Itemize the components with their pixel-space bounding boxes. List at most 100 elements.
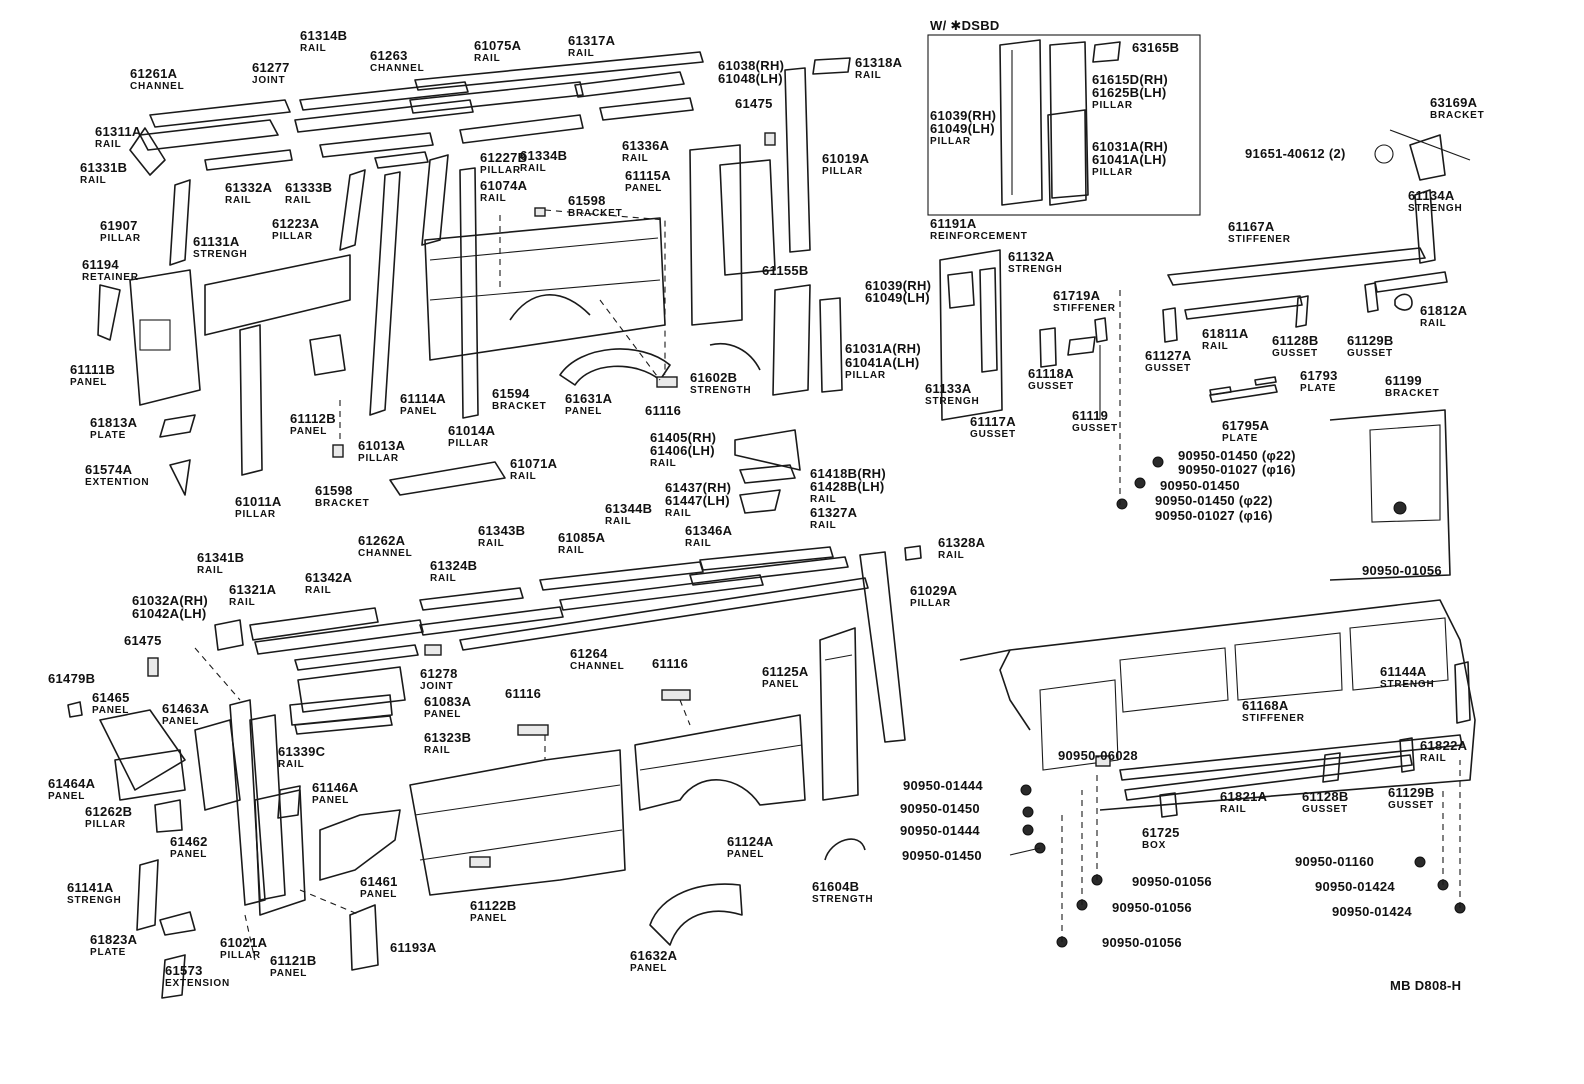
callout-part-number: 61074A [480, 178, 528, 193]
callout-part-number: 61199 [1385, 373, 1422, 388]
callout-part-name: STRENGH [67, 895, 122, 906]
callout-part-number: 90950-01450 (φ22) [1178, 448, 1296, 463]
callout-part-number: 63169A [1430, 95, 1478, 110]
callout-part-number: 61344B [605, 501, 652, 516]
callout-part-name: STRENGTH [812, 894, 873, 905]
callout-part-number: 61406(LH) [650, 443, 715, 458]
callout-part-name: PANEL [762, 679, 799, 690]
callout-part-name: PILLAR [930, 136, 971, 147]
callout-part-number: 90950-01450 [900, 801, 980, 816]
callout-part-number: 61085A [558, 530, 606, 545]
callout-part-name: GUSSET [1388, 800, 1434, 811]
callout-part-name: RAIL [225, 195, 252, 206]
callout-part-name: PILLAR [845, 370, 886, 381]
callout-part-name: CHANNEL [570, 661, 625, 672]
callout-part-name: PLATE [90, 947, 126, 958]
callout-part-name: PANEL [70, 377, 107, 388]
callout-part-name: EXTENTION [85, 477, 149, 488]
callout-part-number: 90950-01056 [1112, 900, 1192, 915]
callout-part-name: RAIL [1220, 804, 1247, 815]
callout-part-name: RAIL [424, 745, 451, 756]
callout-part-number: 90950-01450 [902, 848, 982, 863]
callout-part-number: 61461 [360, 874, 398, 889]
callout-part-number: 61574A [85, 462, 133, 477]
callout-part-number: 61083A [424, 694, 472, 709]
callout-part-number: 61314B [300, 28, 347, 43]
callout-part-number: 61116 [645, 403, 681, 418]
inset-title: W/ ✱DSBD [930, 18, 1000, 33]
callout-part-number: 61907 [100, 218, 138, 233]
callout-part-number: 90950-01160 [1295, 854, 1374, 869]
callout-part-number: 61131A [193, 234, 240, 249]
callout-part-name: JOINT [420, 681, 453, 692]
callout-part-number: 61811A [1202, 326, 1249, 341]
callout-part-number: 90950-01027 (φ16) [1155, 508, 1273, 523]
callout-part-name: PANEL [727, 849, 764, 860]
callout-part-name: RAIL [1420, 753, 1447, 764]
callout-part-name: RAIL [1202, 341, 1229, 352]
callout-part-number: 61318A [855, 55, 903, 70]
callout-part-name: RAIL [605, 516, 632, 527]
callout-part-number: 61115A [625, 168, 671, 183]
callout-part-number: 61118A [1028, 366, 1074, 381]
callout-part-number: 61042A(LH) [132, 606, 207, 621]
callout-part-name: CHANNEL [370, 63, 425, 74]
callout-part-number: 61598 [315, 483, 353, 498]
callout-part-number: 61194 [82, 257, 119, 272]
callout-part-name: STRENGH [1008, 264, 1063, 275]
callout-part-number: 61133A [925, 381, 972, 396]
callout-part-number: 61049(LH) [865, 290, 930, 305]
callout-part-name: PANEL [92, 705, 129, 716]
callout-part-number: 61134A [1408, 188, 1455, 203]
callout-part-name: RAIL [568, 48, 595, 59]
callout-part-number: 61132A [1008, 249, 1055, 264]
callout-part-name: STIFFENER [1228, 234, 1291, 245]
callout-part-name: RAIL [685, 538, 712, 549]
callout-part-name: PANEL [360, 889, 397, 900]
callout-part-number: 61127A [1145, 348, 1192, 363]
callout-part-number: 61341B [197, 550, 244, 565]
callout-part-number: 61331B [80, 160, 127, 175]
callout-part-name: PILLAR [358, 453, 399, 464]
callout-part-number: 61479B [48, 671, 95, 686]
callout-part-number: 90950-01444 [903, 778, 983, 793]
callout-part-name: RAIL [510, 471, 537, 482]
callout-part-number: 61333B [285, 180, 332, 195]
callout-part-name: PLATE [90, 430, 126, 441]
callout-part-name: BRACKET [315, 498, 370, 509]
callout-part-number: 90950-01056 [1132, 874, 1212, 889]
callout-part-number: 61418B(RH) [810, 466, 886, 481]
callout-part-number: 61462 [170, 834, 208, 849]
callout-part-number: 61795A [1222, 418, 1270, 433]
callout-part-number: 61114A [400, 391, 446, 406]
callout-part-name: GUSSET [1072, 423, 1118, 434]
callout-part-name: GUSSET [1302, 804, 1348, 815]
callout-part-number: 61278 [420, 666, 458, 681]
callout-part-number: 61324B [430, 558, 477, 573]
callout-part-name: EXTENSION [165, 978, 230, 989]
callout-part-number: 61032A(RH) [132, 593, 208, 608]
callout-part-name: PANEL [290, 426, 327, 437]
callout-part-name: GUSSET [970, 429, 1016, 440]
callout-part-name: STRENGH [1380, 679, 1435, 690]
callout-part-name: RAIL [938, 550, 965, 561]
callout-part-number: 61475 [124, 633, 162, 648]
callout-part-name: BOX [1142, 840, 1166, 851]
callout-part-name: BRACKET [568, 208, 623, 219]
callout-part-name: GUSSET [1272, 348, 1318, 359]
callout-part-number: 61048(LH) [718, 71, 783, 86]
callout-part-number: 61117A [970, 414, 1016, 429]
callout-part-number: 90950-01027 (φ16) [1178, 462, 1296, 477]
callout-part-number: 61129B [1388, 785, 1435, 800]
callout-part-name: BRACKET [1430, 110, 1485, 121]
callout-part-name: RAIL [197, 565, 224, 576]
callout-part-name: GUSSET [1145, 363, 1191, 374]
callout-part-name: PILLAR [220, 950, 261, 961]
callout-part-name: STIFFENER [1053, 303, 1116, 314]
callout-part-number: 61336A [622, 138, 670, 153]
callout-part-name: STRENGH [1408, 203, 1463, 214]
callout-part-number: 61144A [1380, 664, 1427, 679]
callout-part-name: RAIL [278, 759, 305, 770]
callout-part-name: PANEL [270, 968, 307, 979]
